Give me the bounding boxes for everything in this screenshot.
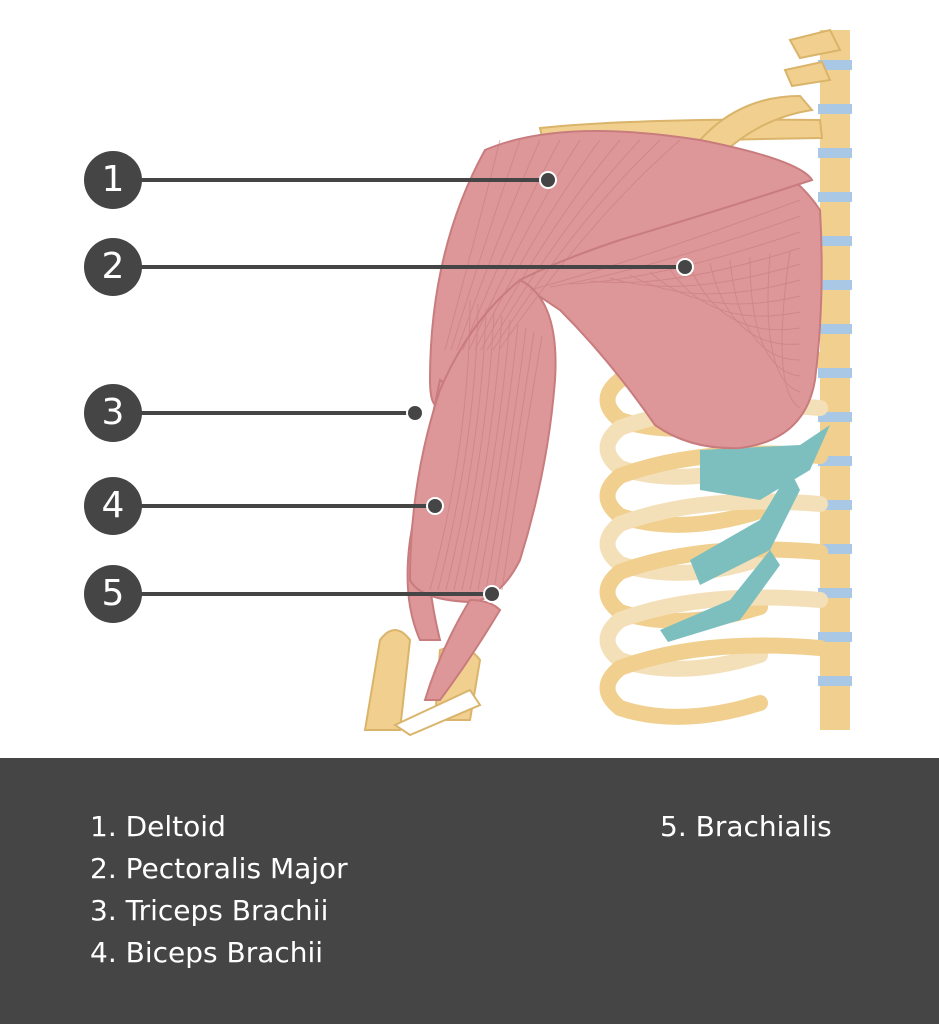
pectoral-fiber: [781, 250, 801, 409]
deltoid: [428, 130, 814, 408]
pectoral-fiber: [669, 268, 801, 317]
intervertebral-disc: [818, 632, 852, 642]
brachialis: [423, 598, 502, 701]
leader-dot-5: [483, 585, 501, 603]
anatomy-figure: 1 2 3 4 5: [84, 28, 852, 737]
intervertebral-disc: [818, 280, 852, 290]
intervertebral-disc: [818, 236, 852, 246]
vertebral-column: [820, 30, 850, 730]
pectoral-fiber: [629, 274, 801, 295]
legend-item-brachialis: 5. Brachialis: [660, 810, 832, 843]
leader-lines: [113, 178, 685, 596]
intervertebral-disc: [818, 500, 852, 510]
legend-item-biceps-brachii: 4. Biceps Brachii: [90, 936, 324, 969]
pectoral-fiber: [649, 271, 801, 305]
intervertebral-disc: [818, 104, 852, 114]
pectoral-fiber: [767, 253, 801, 393]
intervertebral-disc: [818, 456, 852, 466]
leader-dot-2: [676, 258, 694, 276]
biceps-fiber: [429, 299, 471, 591]
intervertebral-disc: [818, 60, 852, 70]
deltoid-fiber: [474, 139, 601, 351]
biceps-fiber: [437, 303, 479, 591]
intervertebral-disc: [818, 412, 852, 422]
pectoral-fiber: [709, 262, 801, 345]
legend-item-deltoid: 1. Deltoid: [90, 810, 226, 843]
pectoral-fiber: [729, 259, 801, 361]
intervertebral-disc: [818, 368, 852, 378]
pectoral-fiber: [589, 247, 801, 284]
radius: [363, 629, 412, 731]
biceps-fiber: [493, 331, 535, 591]
callout-1: 1: [84, 151, 142, 209]
deltoid-fiber: [444, 139, 501, 351]
cervical-vertebra: [783, 60, 832, 88]
rib: [599, 493, 828, 581]
pectoral-fiber: [549, 215, 801, 288]
deltoid-fiber: [492, 139, 661, 351]
intervertebral-discs: [818, 60, 852, 686]
intervertebral-disc: [818, 148, 852, 158]
leader-dot-1: [539, 171, 557, 189]
intervertebral-disc: [818, 588, 852, 598]
leader-dot-4: [426, 497, 444, 515]
biceps-fiber: [461, 315, 503, 591]
intervertebral-disc: [818, 544, 852, 554]
intervertebral-disc: [818, 676, 852, 686]
deltoid-fiber: [486, 139, 641, 351]
costal-cartilage: [700, 425, 830, 500]
rib: [599, 637, 828, 725]
deltoid-fiber: [480, 139, 621, 351]
pectoral-fiber: [749, 256, 801, 377]
tendon: [392, 688, 482, 737]
leader-dot-3: [406, 404, 424, 422]
intervertebral-disc: [818, 324, 852, 334]
pectoral-fiber: [609, 263, 801, 287]
first-rib: [698, 94, 814, 158]
callout-5: 5: [84, 565, 142, 623]
spine: [783, 28, 852, 730]
legend-item-triceps-brachii: 3. Triceps Brachii: [90, 894, 329, 927]
costal-cartilage: [660, 550, 780, 642]
pectoral-fiber: [529, 199, 801, 291]
deltoid-fiber: [462, 139, 561, 351]
callout-4: 4: [84, 477, 142, 535]
callout-2: 2: [84, 238, 142, 296]
callout-3: 3: [84, 384, 142, 442]
anatomy-illustration: [113, 28, 852, 737]
deltoid-fiber: [450, 139, 521, 351]
cervical-vertebra: [788, 28, 842, 60]
biceps-fiber: [485, 327, 527, 591]
deltoid-fiber: [498, 139, 681, 351]
costal-cartilage: [690, 470, 800, 585]
biceps-fiber: [477, 323, 519, 591]
deltoid-fiber: [468, 139, 581, 351]
biceps-fiber: [453, 311, 495, 591]
intervertebral-disc: [818, 192, 852, 202]
legend-panel: 1. Deltoid 2. Pectoralis Major 3. Tricep…: [0, 758, 939, 1024]
biceps-fiber: [501, 335, 543, 591]
leader-dots: [406, 171, 694, 603]
legend-item-pectoralis-major: 2. Pectoralis Major: [90, 852, 348, 885]
biceps-fiber: [469, 319, 511, 591]
rib: [599, 589, 828, 677]
muscle-fibers: [429, 139, 801, 591]
deltoid-fiber: [456, 139, 541, 351]
biceps-fiber: [445, 307, 487, 591]
